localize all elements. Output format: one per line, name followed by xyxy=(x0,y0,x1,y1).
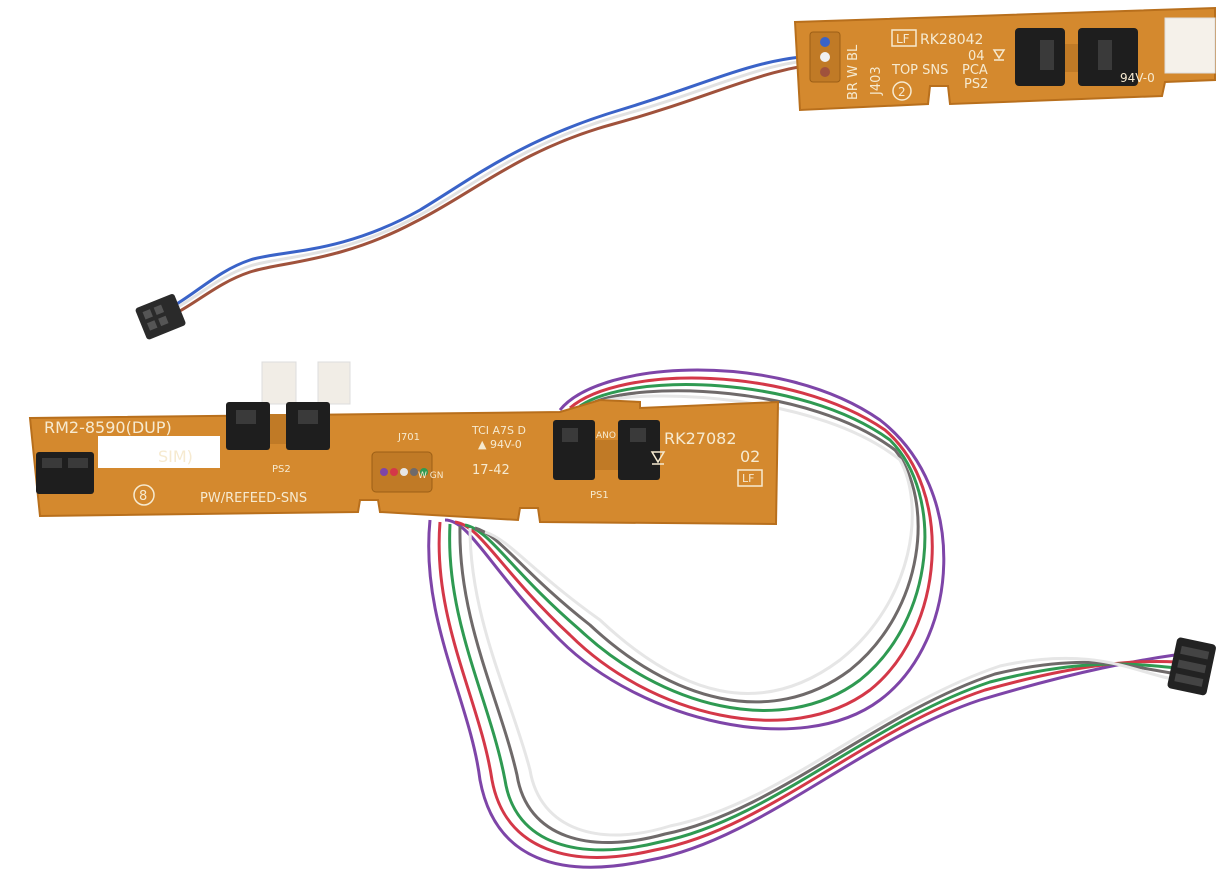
top-board-pca: PCA xyxy=(962,63,988,78)
top-board-circle-number: 2 xyxy=(898,85,906,99)
bottom-board-pin-gn: W GN xyxy=(418,471,443,481)
bottom-board-left-sensor xyxy=(36,452,94,494)
bottom-board-circle-number: 8 xyxy=(139,489,147,504)
bottom-board-manufacturer-code: TCI A7S D xyxy=(471,424,526,437)
bottom-board-anode-label: ANO xyxy=(596,431,616,441)
top-board-cable-white xyxy=(175,56,836,310)
bottom-board-revision: 02 xyxy=(740,447,760,466)
bottom-board-ps2-sensor xyxy=(226,402,330,450)
bottom-board-part-number-prefix: RM2-8590(DUP) xyxy=(44,418,172,437)
bottom-board-ps1-label: PS1 xyxy=(590,490,609,501)
bottom-board-ps1-sensor xyxy=(553,420,660,480)
bottom-board-lf-mark: LF xyxy=(742,472,754,485)
top-board-function: TOP SNS xyxy=(891,63,948,78)
top-board-sensor-ref: PS2 xyxy=(964,77,988,92)
bottom-board-part-number-suffix: SIM) xyxy=(158,447,193,466)
top-board-flame-rating: 94V-0 xyxy=(1120,71,1155,85)
top-board-part-number: RK28042 xyxy=(920,32,983,48)
bottom-cable-connector xyxy=(1167,637,1216,696)
bottom-board-flame-rating: ▲ 94V-0 xyxy=(478,438,522,451)
top-cable-connector xyxy=(135,293,186,340)
top-board-revision: 04 xyxy=(968,49,985,64)
top-board-cable-brown xyxy=(177,60,836,314)
top-board-cable-blue xyxy=(174,53,836,307)
bottom-board-function: PW/REFEED-SNS xyxy=(200,491,307,506)
bottom-sensor-board: RM2-8590(DUP) SIM) 8 PW/REFEED-SNS PS2 J… xyxy=(28,361,780,526)
top-board-connector-ref: J403 xyxy=(869,66,884,96)
bottom-board-date-code: 17-42 xyxy=(472,463,510,478)
top-board-photo-sensor xyxy=(1015,28,1138,86)
top-sensor-board: BR W BL J403 LF RK28042 04 TOP SNS PCA P… xyxy=(135,6,1216,340)
top-board-lf-mark: LF xyxy=(896,32,910,46)
top-board-wire-colors: BR W BL xyxy=(846,44,861,100)
bottom-board-connector-ref: J701 xyxy=(397,432,420,443)
bottom-board-code: RK27082 xyxy=(664,429,737,448)
bottom-board-ps2-label: PS2 xyxy=(272,464,291,475)
